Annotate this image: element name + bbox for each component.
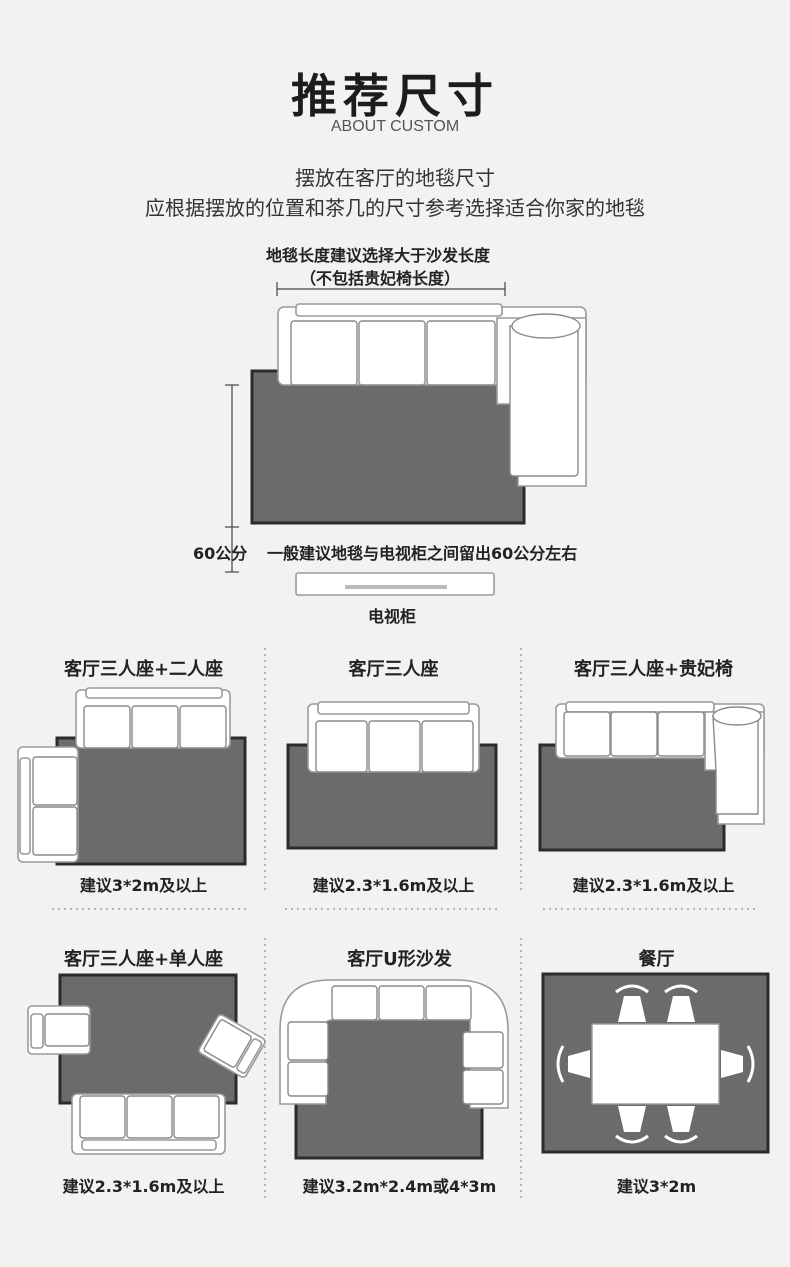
gap-note: 一般建议地毯与电视柜之间留出60公分左右: [267, 544, 578, 563]
layout-rec-6: 建议3*2m: [616, 1177, 697, 1196]
sofa-main: [277, 303, 587, 487]
layout-title-4: 客厅三人座+单人座: [63, 949, 224, 970]
page-subtitle: ABOUT CUSTOM: [330, 118, 460, 135]
tv-cabinet: [295, 572, 495, 596]
layout-rec-2: 建议2.3*1.6m及以上: [312, 876, 475, 895]
layout-title-6: 餐厅: [638, 949, 675, 970]
length-note-line1: 地毯长度建议选择大于沙发长度: [266, 246, 491, 265]
layout-rec-5: 建议3.2m*2.4m或4*3m: [302, 1177, 497, 1196]
layout-diagram-3: [538, 701, 765, 852]
layout-diagram-5: [279, 979, 509, 1160]
layout-diagram-2: [286, 701, 498, 850]
layout-title-5: 客厅U形沙发: [347, 949, 452, 970]
layout-diagram-1: [17, 687, 247, 866]
intro-line-2: 应根据摆放的位置和茶几的尺寸参考选择适合你家的地毯: [145, 196, 645, 220]
intro-line-1: 摆放在客厅的地毯尺寸: [295, 166, 495, 190]
page-title: 推荐尺寸: [291, 69, 499, 123]
layout-diagram-4: [27, 973, 266, 1155]
layout-diagram-6: [541, 972, 770, 1154]
layout-rec-4: 建议2.3*1.6m及以上: [62, 1177, 225, 1196]
layout-title-1: 客厅三人座+二人座: [63, 659, 224, 680]
gap-dimension: [225, 384, 239, 573]
length-note-line2: （不包括贵妃椅长度）: [300, 269, 461, 288]
layout-title-2: 客厅三人座: [348, 659, 439, 680]
tv-cabinet-label: 电视柜: [368, 607, 417, 626]
layout-rec-3: 建议2.3*1.6m及以上: [572, 876, 735, 895]
grid-dividers: [52, 648, 756, 1200]
rug-main: [250, 369, 526, 525]
length-dimension: [276, 282, 506, 296]
layout-title-3: 客厅三人座+贵妃椅: [573, 659, 734, 680]
gap-label: 60公分: [193, 544, 248, 563]
layout-rec-1: 建议3*2m及以上: [79, 876, 208, 895]
main-diagram: [225, 282, 587, 596]
